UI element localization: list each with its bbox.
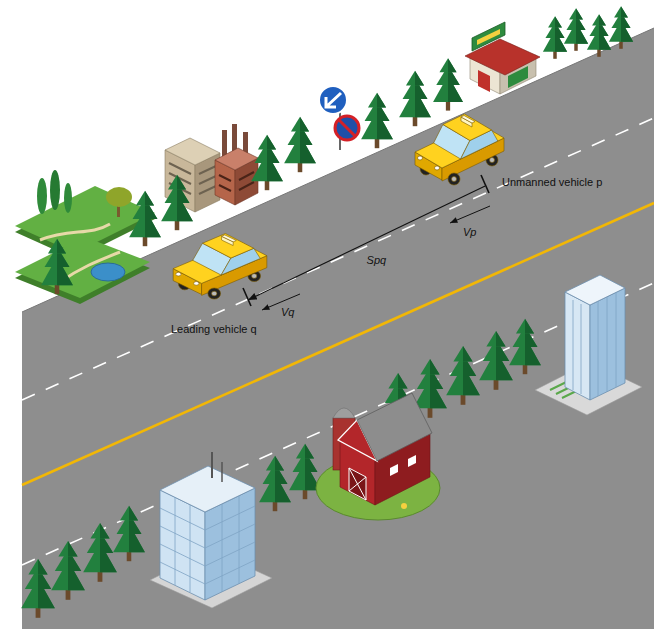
pine-tree bbox=[83, 523, 117, 582]
car-hubcap bbox=[452, 177, 457, 182]
center-line bbox=[22, 203, 654, 485]
pine-tree bbox=[21, 559, 55, 618]
distance-label: Spq bbox=[367, 254, 387, 267]
lane-dash bbox=[22, 283, 654, 565]
car-hubcap bbox=[252, 274, 257, 279]
pine-tree bbox=[587, 14, 611, 56]
pine-tree bbox=[446, 346, 480, 405]
station-door bbox=[478, 70, 490, 92]
vehicle-node: Unmanned vehicle p bbox=[412, 108, 507, 186]
pine-tree bbox=[284, 117, 316, 173]
pine-tree bbox=[564, 8, 588, 50]
pine-tree bbox=[129, 191, 161, 247]
park-tree bbox=[106, 187, 132, 207]
pine-tree bbox=[543, 16, 567, 58]
chicken bbox=[401, 503, 407, 509]
car-headlight bbox=[176, 272, 181, 276]
park-tree bbox=[50, 170, 60, 210]
antenna bbox=[221, 462, 223, 482]
taxi-sign-top bbox=[461, 116, 475, 124]
silo-dome bbox=[333, 408, 355, 418]
window-grid bbox=[160, 496, 255, 592]
road-edge bbox=[22, 28, 654, 312]
car-hubcap bbox=[212, 291, 217, 296]
speed-arrow bbox=[450, 206, 490, 223]
pine-tree bbox=[479, 331, 513, 390]
car-roof bbox=[443, 114, 492, 141]
station-sign bbox=[472, 22, 505, 51]
vehicle-shape bbox=[412, 108, 507, 186]
pond bbox=[91, 263, 125, 281]
distance-line bbox=[248, 186, 485, 300]
no-parking-sign bbox=[335, 116, 359, 140]
pine-tree bbox=[41, 239, 73, 295]
vehicle-node: Leading vehicle q bbox=[170, 228, 270, 300]
distance-tick bbox=[481, 175, 489, 193]
car-wheel bbox=[448, 173, 460, 185]
taxi-sign-top bbox=[222, 235, 237, 242]
speed-label: Vq bbox=[281, 306, 294, 319]
pine-tree bbox=[433, 58, 463, 110]
factory-roof bbox=[215, 148, 258, 170]
car-headlight bbox=[418, 156, 423, 160]
vehicle-shape bbox=[170, 228, 270, 300]
glass-wall bbox=[565, 292, 590, 400]
barn-window bbox=[390, 455, 416, 476]
pine-tree bbox=[509, 319, 541, 375]
car-hubcap bbox=[490, 158, 495, 163]
barn-door-cross bbox=[349, 468, 366, 500]
sign-arrow bbox=[326, 93, 341, 107]
pine-tree bbox=[251, 135, 283, 191]
station-sign-band bbox=[477, 29, 500, 45]
window-grid bbox=[573, 292, 616, 396]
pine-tree bbox=[113, 506, 145, 562]
building-roof bbox=[160, 466, 255, 512]
vehicle-label: Unmanned vehicle p bbox=[502, 176, 602, 189]
pine-tree bbox=[161, 175, 193, 231]
pine-tree bbox=[609, 6, 633, 48]
sign-slash bbox=[339, 120, 355, 136]
barn-roof bbox=[357, 393, 432, 461]
car-headlight bbox=[435, 166, 440, 170]
antenna bbox=[211, 452, 213, 478]
car-wheel bbox=[208, 288, 221, 299]
distance-tick bbox=[243, 288, 251, 306]
glass-wall bbox=[590, 288, 625, 400]
barn-door bbox=[349, 468, 366, 500]
factory-windows bbox=[219, 172, 254, 191]
pine-tree bbox=[361, 93, 393, 149]
factory-roof bbox=[165, 138, 220, 165]
pine-tree bbox=[51, 541, 85, 600]
park-tree bbox=[64, 183, 72, 213]
direction-sign bbox=[319, 86, 347, 114]
speed-label: Vp bbox=[463, 226, 476, 239]
car-headlight bbox=[194, 282, 199, 286]
pine-tree bbox=[259, 456, 291, 512]
road-surface bbox=[22, 28, 654, 629]
park-tree bbox=[37, 178, 47, 214]
vehicle-label: Leading vehicle q bbox=[171, 323, 257, 336]
pine-tree bbox=[399, 71, 431, 127]
car-roof bbox=[203, 234, 254, 258]
